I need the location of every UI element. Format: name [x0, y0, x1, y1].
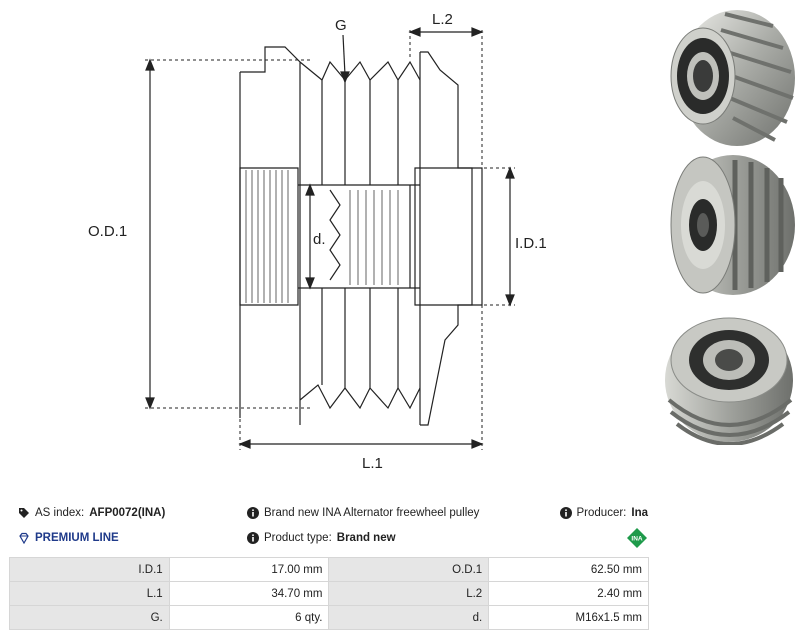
description-text: Brand new INA Alternator freewheel pulle…: [264, 507, 480, 519]
right-collar: [414, 167, 473, 306]
as-index-label: AS index:: [35, 507, 85, 519]
ina-logo-text: INA: [631, 536, 643, 543]
spec-value: 34.70 mm: [168, 581, 330, 606]
spec-label: O.D.1: [328, 557, 490, 582]
table-row: I.D.1 17.00 mm O.D.1 62.50 mm: [9, 557, 649, 582]
pulley-technical-drawing: G L.2 O.D.1 d. I.D.1 L.1: [88, 11, 547, 472]
producer-logo: INA: [626, 527, 648, 549]
bore-outline: [298, 184, 420, 289]
table-row: L.1 34.70 mm L.2 2.40 mm: [9, 581, 649, 606]
as-index: AS index: AFP0072(INA): [18, 507, 165, 519]
label-g: G: [335, 17, 347, 34]
pulley-photo-angle-1: [670, 10, 795, 146]
spec-table: I.D.1 17.00 mm O.D.1 62.50 mm L.1 34.70 …: [9, 557, 649, 630]
spec-value: 6 qty.: [168, 605, 330, 630]
spec-label: G.: [9, 605, 170, 630]
spec-label: I.D.1: [9, 557, 170, 582]
producer-value: Ina: [631, 507, 648, 519]
spec-label: L.1: [9, 581, 170, 606]
spec-label: d.: [328, 605, 490, 630]
thread-hatching: [349, 190, 399, 285]
spec-value: 17.00 mm: [168, 557, 330, 582]
diamond-icon: [19, 532, 29, 544]
product-type-value: Brand new: [336, 532, 396, 544]
tag-icon: [19, 508, 29, 518]
spec-value: 2.40 mm: [488, 581, 649, 606]
product-type: Product type: Brand new: [247, 532, 396, 544]
label-od1: O.D.1: [88, 223, 127, 240]
as-index-value: AFP0072(INA): [89, 507, 166, 519]
premium-line: PREMIUM LINE: [18, 532, 119, 544]
table-row: G. 6 qty. d. M16x1.5 mm: [9, 605, 649, 630]
label-bore: d.: [313, 231, 326, 248]
info-row-2: PREMIUM LINE Product type: Brand new INA: [0, 528, 660, 548]
spec-value: 62.50 mm: [488, 557, 649, 582]
thread-profile: [329, 189, 341, 281]
grooves-bottom: [299, 384, 421, 410]
spline-hatching: [245, 170, 289, 303]
pulley-photo-angle-2: [670, 155, 795, 295]
label-id1: I.D.1: [515, 235, 547, 252]
producer: Producer: Ina: [559, 507, 648, 519]
ina-logo: INA: [627, 528, 647, 548]
label-l1: L.1: [362, 455, 383, 472]
pulley-photo-angle-3: [665, 317, 793, 445]
groove-lines: [321, 80, 399, 388]
premium-line-label: PREMIUM LINE: [35, 532, 119, 544]
spec-label: L.2: [328, 581, 490, 606]
info-icon: [247, 507, 259, 519]
grooves-top: [299, 60, 421, 82]
info-row-1: AS index: AFP0072(INA) Brand new INA Alt…: [0, 503, 660, 523]
info-icon: [559, 507, 572, 519]
spec-value: M16x1.5 mm: [488, 605, 649, 630]
left-hub: [239, 167, 299, 306]
description: Brand new INA Alternator freewheel pulle…: [247, 507, 479, 519]
product-photos: [665, 10, 795, 445]
label-l2: L.2: [432, 11, 453, 28]
info-icon: [247, 532, 259, 544]
product-type-label: Product type:: [264, 532, 332, 544]
producer-label: Producer:: [576, 507, 627, 519]
